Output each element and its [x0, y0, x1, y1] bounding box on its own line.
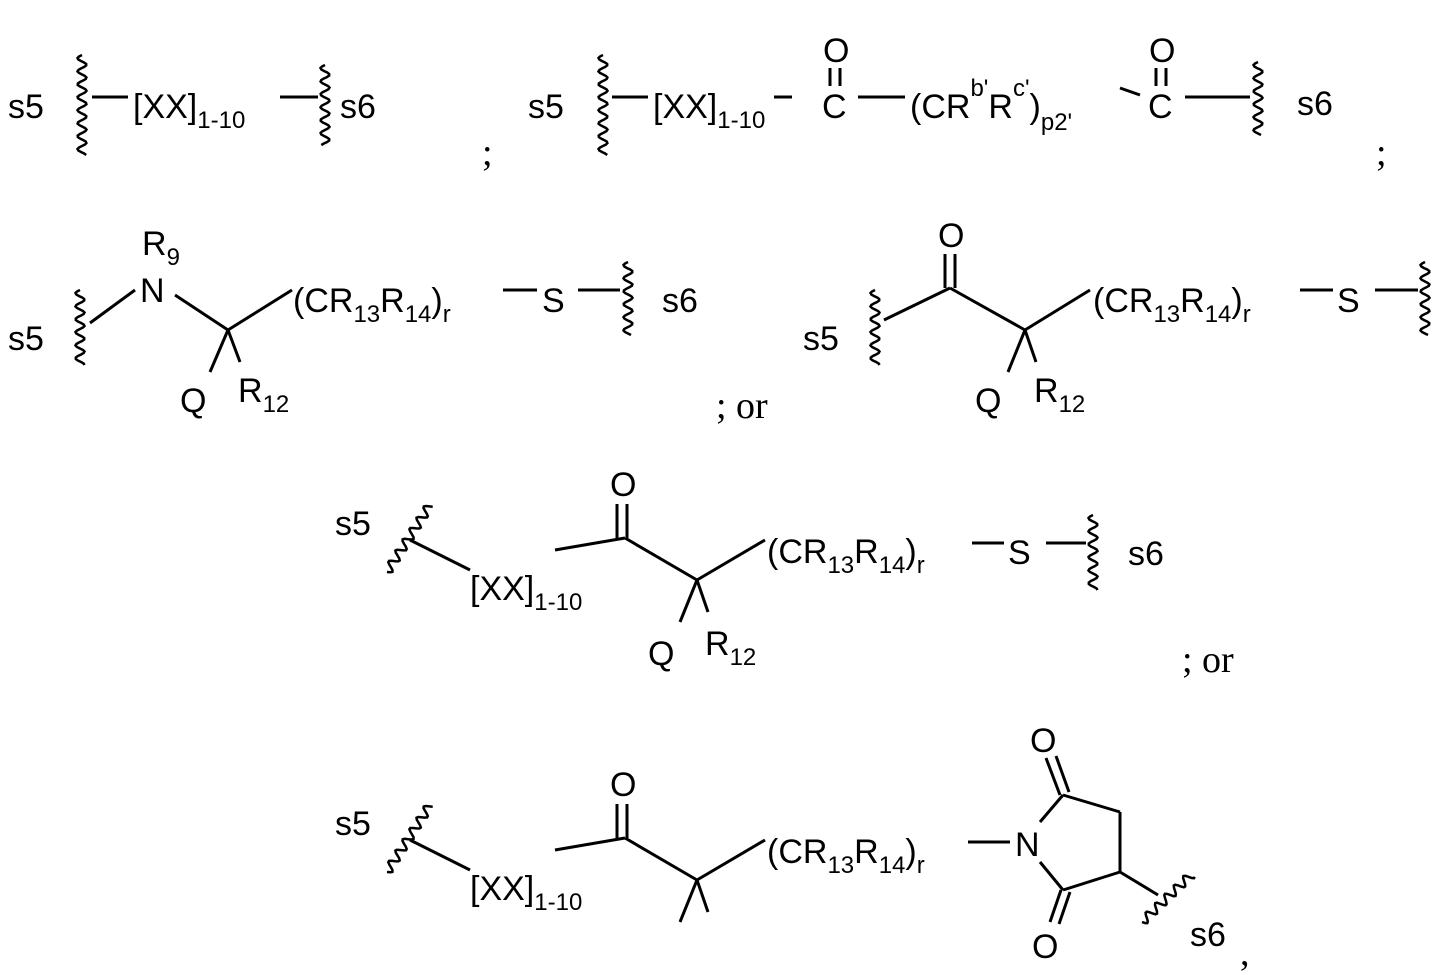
label-xx: [XX]1-10 [133, 88, 245, 134]
double-bond [1059, 892, 1070, 924]
wavy-bond [871, 290, 880, 365]
bond [1063, 872, 1120, 890]
label-s6: s6 [340, 88, 376, 126]
bond [697, 580, 708, 612]
structure-1: s5 [XX]1-10 s6 ; [8, 55, 493, 174]
label-o2: O [1149, 32, 1175, 70]
double-bond [1050, 890, 1061, 922]
label-s: S [542, 282, 565, 320]
wavy-bond [599, 55, 608, 155]
bond [1120, 872, 1158, 895]
wavy-bond [321, 65, 330, 145]
separator: ; or [716, 385, 768, 427]
bond [625, 538, 697, 580]
bond [210, 330, 228, 372]
separator: ; [1376, 132, 1387, 174]
bond [950, 288, 1025, 330]
label-xx: [XX]1-10 [653, 88, 765, 134]
label-o-top: O [1030, 722, 1056, 760]
label-q: Q [648, 635, 674, 673]
bond [697, 880, 708, 912]
wavy-bond [1142, 876, 1195, 923]
structure-2: s5 [XX]1-10 C O (CRb'Rc')p2' C O s6 ; [528, 32, 1387, 174]
wavy-bond [76, 290, 85, 365]
label-s5: s5 [335, 505, 371, 543]
bond [697, 540, 765, 580]
label-s: S [1008, 534, 1031, 572]
label-o-bottom: O [1032, 928, 1058, 966]
label-s5: s5 [335, 805, 371, 843]
bond [555, 838, 625, 850]
label-group-cr13r14: (CR13R14)r [293, 282, 451, 328]
bond [410, 540, 470, 570]
label-r9: R9 [142, 225, 180, 271]
separator: ; [482, 132, 493, 174]
label-s6: s6 [1190, 916, 1226, 954]
label-o: O [610, 466, 636, 504]
label-group-cr13r14: (CR13R14)r [1093, 282, 1251, 328]
label-r12: R12 [238, 372, 289, 418]
label-s6: s6 [1297, 85, 1333, 123]
label-q: Q [975, 382, 1001, 420]
structure-4: s5 O Q R12 (CR13R14)r S [803, 217, 1430, 420]
label-s6: s6 [1128, 535, 1164, 573]
label-n: N [1015, 826, 1040, 864]
wavy-bond [387, 506, 433, 572]
label-group-crbrc: (CRb'Rc')p2' [910, 75, 1072, 136]
label-c1: C [822, 88, 847, 126]
wavy-bond [624, 262, 633, 335]
label-s6: s6 [662, 282, 698, 320]
bond [884, 288, 950, 320]
label-r12: R12 [705, 625, 756, 671]
bond [1040, 795, 1063, 822]
separator: ; or [1182, 639, 1234, 681]
label-xx: [XX]1-10 [470, 570, 582, 616]
wavy-bond [78, 55, 87, 155]
bond [680, 880, 697, 922]
bond [680, 580, 697, 622]
bond [1040, 862, 1063, 890]
label-s5: s5 [803, 320, 839, 358]
wavy-bond [1421, 262, 1430, 335]
structure-5: s5 [XX]1-10 O Q R12 (CR13R14)r S s6 ; or [335, 466, 1234, 681]
bond [625, 838, 697, 880]
bond [1120, 88, 1140, 95]
succinimide-ring [1040, 756, 1120, 924]
label-xx: [XX]1-10 [470, 870, 582, 916]
label-s5: s5 [8, 320, 44, 358]
label-o: O [938, 217, 964, 255]
structure-3: s5 R9 N Q R12 (CR13R14)r S s6 ; or [8, 225, 768, 427]
bond [90, 290, 135, 323]
label-n: N [140, 272, 165, 310]
label-s5: s5 [8, 88, 44, 126]
bond [410, 840, 470, 870]
label-o: O [610, 766, 636, 804]
bond [1008, 330, 1025, 372]
label-s: S [1337, 282, 1360, 320]
wavy-bond [1254, 62, 1263, 135]
label-group-cr13r14: (CR13R14)r [767, 833, 925, 879]
bond [697, 840, 765, 880]
wavy-bond [1089, 515, 1098, 590]
bond [1025, 290, 1090, 330]
bond [1025, 330, 1036, 362]
label-s5: s5 [528, 88, 564, 126]
label-c2: C [1148, 88, 1173, 126]
bond [175, 295, 228, 330]
label-o1: O [823, 32, 849, 70]
bond [228, 330, 240, 362]
bond [228, 290, 292, 330]
label-r12: R12 [1034, 372, 1085, 418]
label-group-cr13r14: (CR13R14)r [767, 533, 925, 579]
label-q: Q [180, 382, 206, 420]
bond [1063, 795, 1120, 812]
wavy-bond [387, 806, 433, 872]
bond [555, 538, 625, 550]
separator: , [1240, 932, 1250, 974]
